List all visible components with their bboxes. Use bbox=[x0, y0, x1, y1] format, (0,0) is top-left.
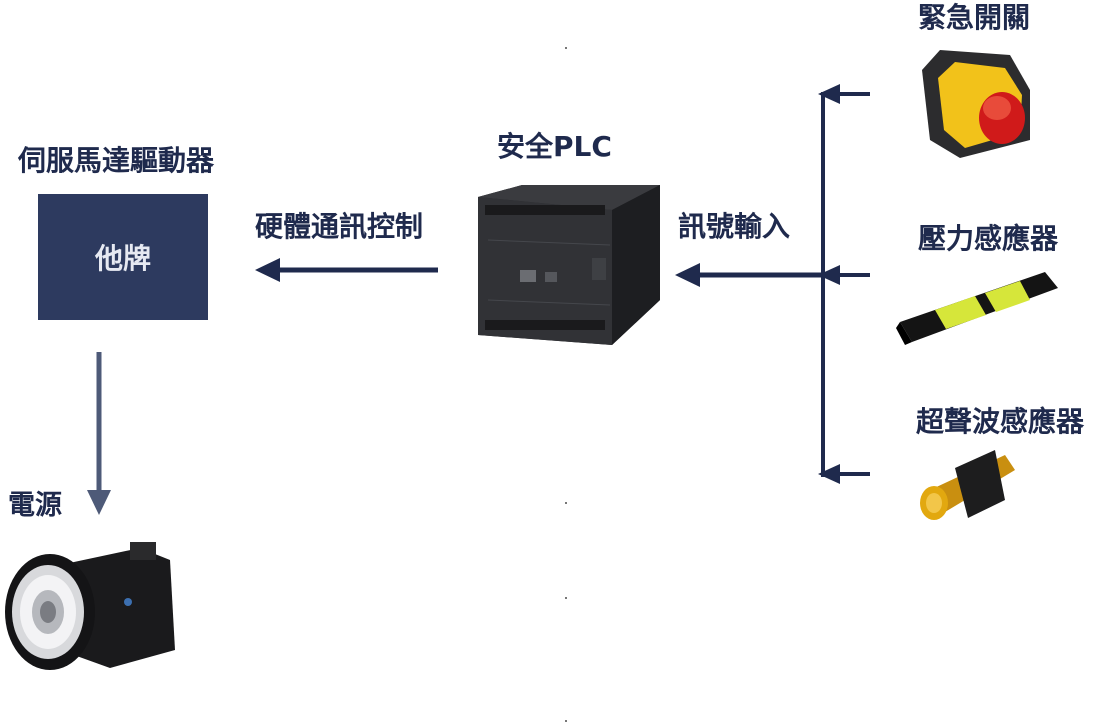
signal-bus bbox=[818, 84, 870, 484]
pressure-sensor-strip-icon bbox=[896, 272, 1058, 345]
guide-dot bbox=[565, 720, 567, 722]
signal-input-label: 訊號輸入 bbox=[678, 210, 791, 243]
servo-motor-icon bbox=[5, 542, 175, 670]
power-label: 電源 bbox=[8, 490, 62, 521]
ultrasonic-sensor-icon bbox=[920, 450, 1015, 520]
hardware-comm-label: 硬體通訊控制 bbox=[255, 210, 424, 243]
guide-dot bbox=[565, 502, 567, 504]
ultrasonic-sensor-label: 超聲波感應器 bbox=[916, 405, 1085, 438]
estop-label: 緊急開關 bbox=[918, 1, 1031, 34]
safety-plc-label: 安全PLC bbox=[497, 130, 612, 163]
signal-input-arrow bbox=[675, 263, 823, 287]
brand-box: 他牌 bbox=[38, 194, 208, 320]
pressure-sensor-label: 壓力感應器 bbox=[918, 222, 1059, 255]
hardware-comm-arrow bbox=[255, 258, 438, 282]
servo-drive-label: 伺服馬達驅動器 bbox=[18, 144, 215, 177]
plc-device-icon bbox=[478, 185, 660, 345]
power-arrow bbox=[87, 352, 111, 515]
brand-label: 他牌 bbox=[94, 242, 151, 275]
emergency-stop-button-icon bbox=[922, 50, 1030, 158]
guide-dot bbox=[565, 47, 567, 49]
guide-dot bbox=[565, 597, 567, 599]
